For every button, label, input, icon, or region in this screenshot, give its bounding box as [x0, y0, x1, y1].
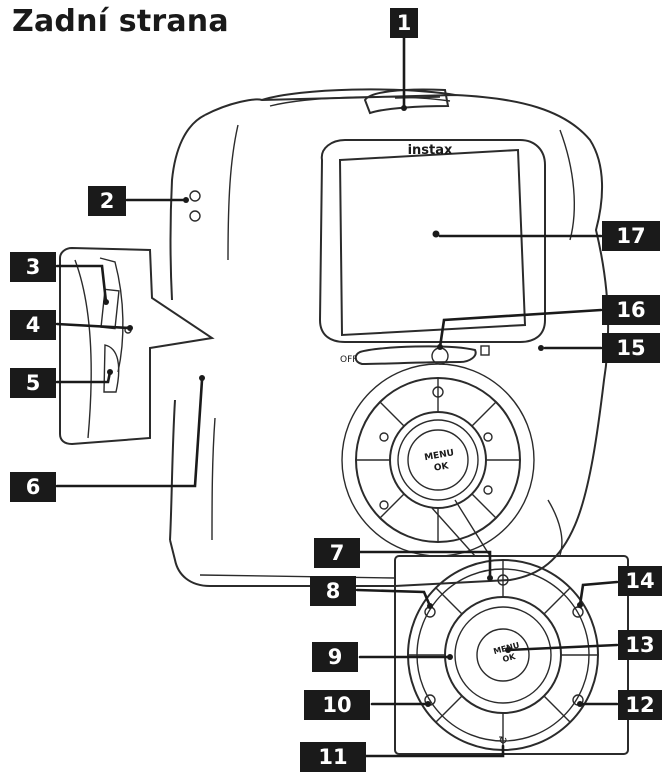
leader-lines [55, 36, 619, 758]
lcd-screen: instax [318, 139, 546, 343]
upper-control-dial: MENU OK [341, 363, 535, 557]
svg-text:↻: ↻ [498, 734, 507, 747]
callout-badge-9: 9 [312, 642, 358, 672]
callout-badge-5: 5 [10, 368, 56, 398]
callout-badge-1: 1 [390, 8, 418, 38]
card-slot-panel [59, 246, 215, 446]
page-title: Zadní strana [12, 4, 229, 39]
svg-text:OK: OK [433, 461, 450, 474]
svg-text:MENU: MENU [424, 448, 455, 463]
svg-text:OFF: OFF [340, 355, 357, 365]
callout-badge-2: 2 [88, 186, 126, 216]
callout-badge-14: 14 [618, 566, 662, 596]
mode-lever: OFF [340, 345, 490, 366]
callout-badge-10: 10 [304, 690, 370, 720]
callout-badge-16: 16 [602, 295, 660, 325]
callout-badge-13: 13 [618, 630, 662, 660]
callout-badge-4: 4 [10, 310, 56, 340]
callout-badge-15: 15 [602, 333, 660, 363]
callout-badge-11: 11 [300, 742, 366, 772]
callout-badge-6: 6 [10, 472, 56, 502]
callout-badge-17: 17 [602, 221, 660, 251]
callout-badge-3: 3 [10, 252, 56, 282]
callout-badge-7: 7 [314, 538, 360, 568]
svg-text:OK: OK [502, 652, 518, 664]
zoomed-dial-panel: MENU OK ↻ [394, 555, 629, 755]
camera-body [169, 88, 610, 587]
callout-badge-12: 12 [618, 690, 662, 720]
brand-text: instax [408, 143, 453, 158]
callout-badge-8: 8 [310, 576, 356, 606]
